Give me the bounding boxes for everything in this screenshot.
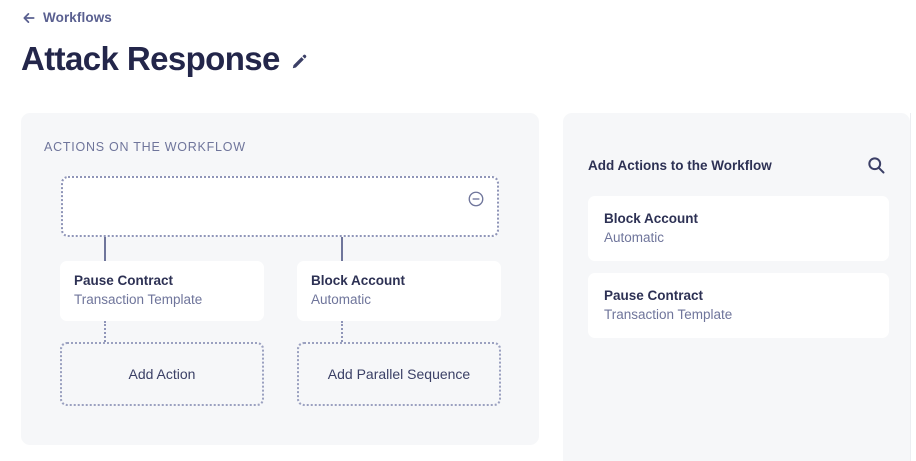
action-library-panel: Add Actions to the Workflow Block Accoun…	[563, 113, 910, 461]
add-action-label: Add Action	[128, 366, 196, 382]
add-parallel-sequence-button[interactable]: Add Parallel Sequence	[297, 342, 501, 406]
action-library-item-subtitle: Automatic	[604, 230, 665, 245]
workflow-node-subtitle: Transaction Template	[74, 292, 203, 307]
workflow-root-node[interactable]	[61, 176, 499, 237]
search-icon[interactable]	[866, 155, 886, 175]
action-library-item[interactable]: Pause Contract Transaction Template	[588, 273, 889, 338]
arrow-left-icon	[23, 13, 35, 23]
action-library-item-subtitle: Transaction Template	[604, 307, 733, 322]
section-label: ACTIONS ON THE WORKFLOW	[44, 140, 246, 154]
workflow-node-card[interactable]: Block Account Automatic	[297, 261, 501, 321]
workflow-canvas-panel: ACTIONS ON THE WORKFLOW Pause Contract T…	[21, 113, 539, 445]
breadcrumb[interactable]: Workflows	[22, 9, 112, 27]
panel-divider	[910, 113, 911, 461]
page-title: Attack Response	[21, 40, 280, 77]
pencil-icon[interactable]	[291, 53, 308, 70]
add-parallel-sequence-label: Add Parallel Sequence	[327, 366, 471, 382]
action-library-title: Add Actions to the Workflow	[588, 158, 772, 173]
workflow-node-title: Pause Contract	[74, 273, 174, 288]
connector-branch-2-to-add	[341, 321, 343, 342]
workflow-flow-graph: Pause Contract Transaction Template Bloc…	[21, 113, 539, 445]
workflow-node-subtitle: Automatic	[311, 292, 372, 307]
action-library-list: Block Account Automatic Pause Contract T…	[588, 196, 889, 338]
action-library-item-title: Block Account	[604, 211, 699, 226]
workflow-node-card[interactable]: Pause Contract Transaction Template	[60, 261, 264, 321]
action-library-item[interactable]: Block Account Automatic	[588, 196, 889, 261]
workflow-node-title: Block Account	[311, 273, 406, 288]
breadcrumb-label: Workflows	[43, 10, 112, 25]
connector-branch-1-to-add	[104, 321, 106, 342]
connector-root-to-branch-1	[104, 237, 106, 261]
action-library-item-title: Pause Contract	[604, 288, 704, 303]
add-action-button[interactable]: Add Action	[60, 342, 264, 406]
connector-root-to-branch-2	[341, 237, 343, 261]
page-title-row: Attack Response	[21, 38, 308, 80]
minus-circle-icon[interactable]	[467, 190, 485, 208]
